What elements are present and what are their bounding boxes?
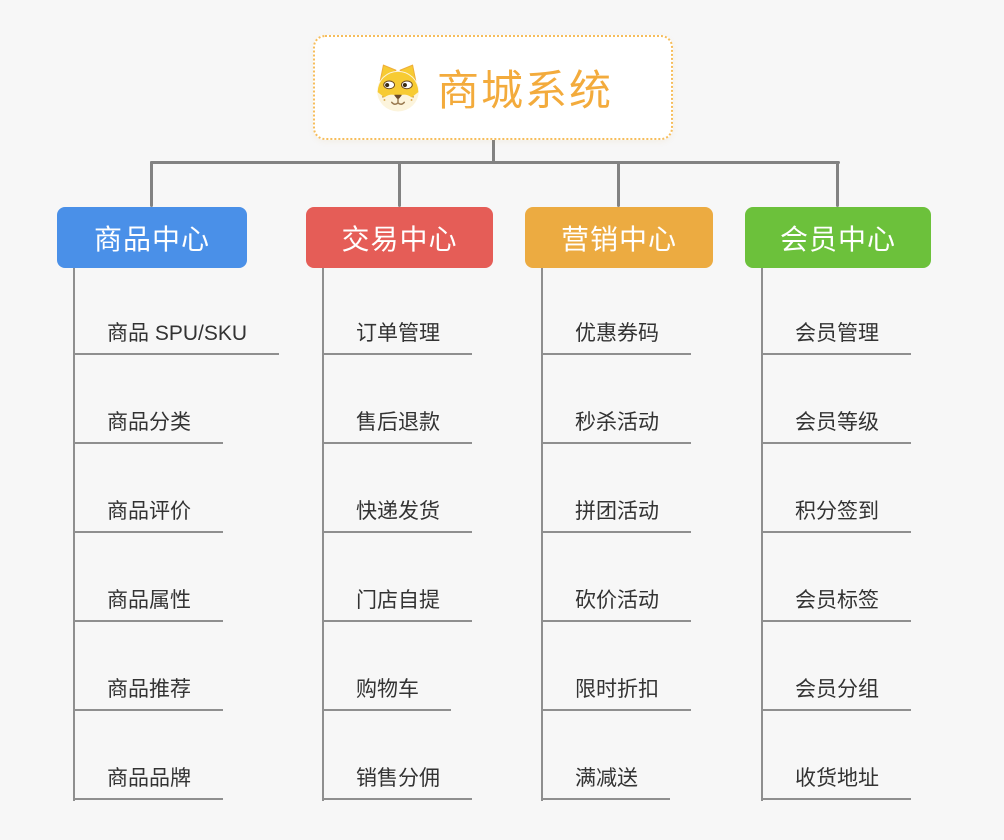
subtopic-node[interactable]: 会员管理 [763, 320, 911, 355]
subtopic-node[interactable]: 会员标签 [763, 587, 911, 622]
subtopic-node[interactable]: 砍价活动 [543, 587, 691, 622]
subtopic-node[interactable]: 积分签到 [763, 498, 911, 533]
branch-node-member-center[interactable]: 会员中心 [745, 207, 931, 268]
subtopic-node[interactable]: 拼团活动 [543, 498, 691, 533]
connector-root-stem [492, 139, 495, 164]
subtopic-node[interactable]: 秒杀活动 [543, 409, 691, 444]
subtopic-node[interactable]: 售后退款 [324, 409, 472, 444]
subtopic-node[interactable]: 快递发货 [324, 498, 472, 533]
subtopic-node[interactable]: 商品推荐 [75, 676, 223, 711]
subtopic-node[interactable]: 商品品牌 [75, 765, 223, 800]
subtopic-node[interactable]: 商品 SPU/SKU [75, 320, 280, 355]
subtopic-node[interactable]: 销售分佣 [324, 765, 472, 800]
branch-node-product-center[interactable]: 商品中心 [57, 207, 247, 268]
subtopic-node[interactable]: 会员分组 [763, 676, 911, 711]
connector-horizontal-bar [150, 161, 840, 164]
subtopic-node[interactable]: 优惠券码 [543, 320, 691, 355]
subtopic-column-member: 会员管理 会员等级 积分签到 会员标签 会员分组 收货地址 [761, 268, 911, 801]
subtopic-node[interactable]: 满减送 [543, 765, 670, 800]
subtopic-column-product: 商品 SPU/SKU 商品分类 商品评价 商品属性 商品推荐 商品品牌 [73, 268, 280, 801]
subtopic-column-trade: 订单管理 售后退款 快递发货 门店自提 购物车 销售分佣 [322, 268, 472, 801]
subtopic-node[interactable]: 商品分类 [75, 409, 223, 444]
branch-node-trade-center[interactable]: 交易中心 [306, 207, 493, 268]
subtopic-node[interactable]: 限时折扣 [543, 676, 691, 711]
subtopic-node[interactable]: 订单管理 [324, 320, 472, 355]
subtopic-column-marketing: 优惠券码 秒杀活动 拼团活动 砍价活动 限时折扣 满减送 [541, 268, 691, 801]
connector-drop-trade [398, 161, 401, 207]
branch-node-marketing-center[interactable]: 营销中心 [525, 207, 713, 268]
connector-drop-marketing [617, 161, 620, 207]
subtopic-node[interactable]: 会员等级 [763, 409, 911, 444]
connector-drop-member [836, 161, 839, 207]
subtopic-node[interactable]: 商品评价 [75, 498, 223, 533]
subtopic-node[interactable]: 商品属性 [75, 587, 223, 622]
subtopic-node[interactable]: 门店自提 [324, 587, 472, 622]
subtopic-node[interactable]: 购物车 [324, 676, 451, 711]
subtopic-node[interactable]: 收货地址 [763, 765, 911, 800]
root-node-mall-system[interactable]: 商城系统 [313, 35, 673, 140]
root-title: 商城系统 [436, 67, 613, 114]
connector-drop-product [150, 161, 153, 207]
dog-face-icon [377, 64, 419, 111]
